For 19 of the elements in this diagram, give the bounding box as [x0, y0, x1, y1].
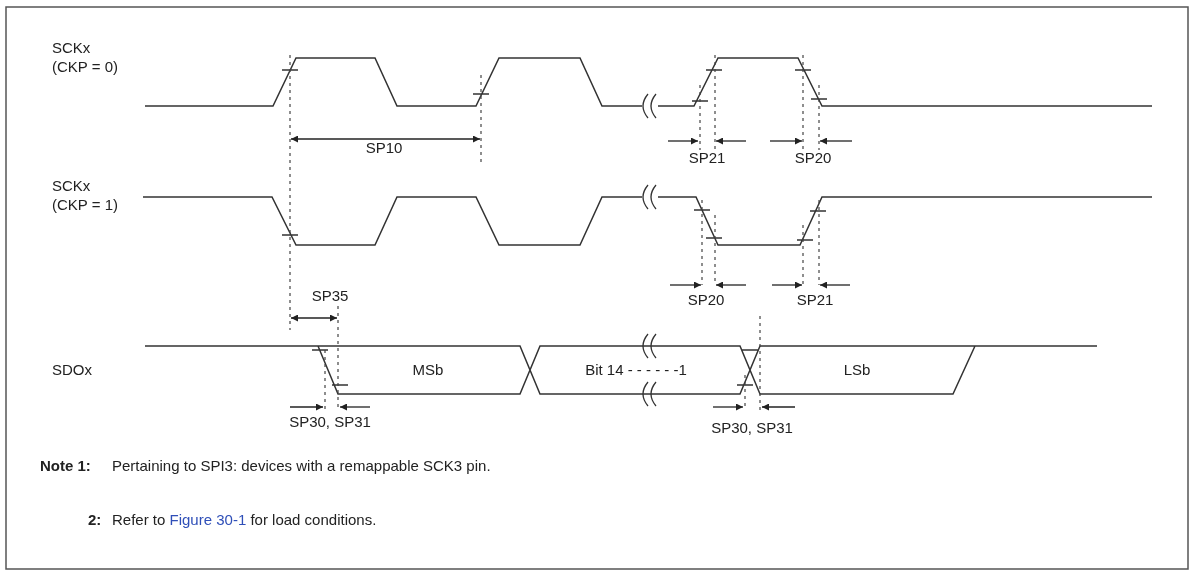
bit-label: LSb — [843, 361, 871, 379]
timing-parameter: SP21 — [796, 291, 834, 309]
note-label: 2: — [88, 511, 102, 529]
timing-parameter: SP21 — [688, 149, 726, 167]
note-label: Note 1: — [40, 457, 91, 475]
bit-label: Bit 14 - - - - - -1 — [585, 361, 687, 379]
note-text: Refer to Figure 30-1 for load conditions. — [112, 511, 377, 529]
signal-label: SCKx (CKP = 1) — [52, 176, 119, 214]
timing-parameter: SP30, SP31 — [711, 419, 793, 437]
note-text: Pertaining to SPI3: devices with a remappable SCK3 pin. — [112, 457, 492, 475]
timing-parameter: SP20 — [794, 149, 832, 167]
figure-link: Figure 30-1 — [169, 511, 247, 528]
signal-label: SDOx — [52, 361, 92, 379]
timing-parameter: SP30, SP31 — [289, 413, 371, 431]
signal-label: SCKx (CKP = 0) — [52, 38, 119, 76]
bit-label: MSb — [412, 361, 444, 379]
timing-parameter: SP35 — [311, 287, 349, 305]
timing-parameter: SP10 — [365, 139, 403, 157]
timing-parameter: SP20 — [687, 291, 725, 309]
